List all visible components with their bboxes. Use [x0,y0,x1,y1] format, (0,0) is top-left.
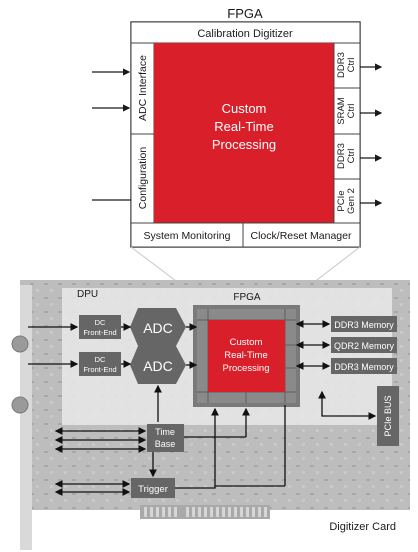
time-base-line-1: Time [155,427,175,437]
pcb-connector-teeth [144,507,267,517]
memory-qdr2-label: QDR2 Memory [334,341,395,351]
frontend-2-line-1: DC [95,355,106,364]
frontend-2-line-2: Front-End [83,365,116,374]
frontend-1-line-1: DC [95,318,106,327]
calibration-label: Calibration Digitizer [197,28,293,40]
trigger-label: Trigger [138,484,168,495]
memory-ddr3-1-label: DDR3 Memory [334,320,394,330]
core-line-1: Custom [222,101,267,116]
bracket-plate [20,285,32,550]
sma-connector-1 [12,336,28,352]
sram-ctrl-line-2: Ctrl [346,104,357,119]
memory-ddr3-2-label: DDR3 Memory [334,362,394,372]
frontend-1-line-2: Front-End [83,328,116,337]
adc-2-label: ADC [143,358,173,374]
ddr3-ctrl-2-line-2: Ctrl [346,149,357,164]
card-fpga-label: FPGA [233,292,261,303]
pcie-bus-label: PCIe BUS [383,395,393,436]
fpga-title: FPGA [227,6,263,21]
clock-reset-label: Clock/Reset Manager [251,230,352,242]
ddr3-ctrl-1-line-2: Ctrl [346,58,357,73]
adc-1-label: ADC [143,320,173,336]
configuration-label: Configuration [137,147,149,210]
core-line-2: Real-Time [214,119,273,134]
fpga-detail: FPGA Calibration Digitizer ADC Interface… [92,6,381,296]
card-core-line-1: Custom [230,337,263,348]
dpu-label: DPU [77,289,98,300]
card-core-line-2: Real-Time [224,350,267,361]
digitizer-card: DPU DC Front-End DC Front-End ADC ADC FP… [12,280,410,550]
time-base-line-2: Base [155,439,176,449]
pcie-gen2-line-2: Gen 2 [346,188,357,214]
right-blocks: DDR3 Ctrl SRAM Ctrl DDR3 Ctrl PCIe Gen 2 [334,43,360,223]
card-core-line-3: Processing [223,363,270,374]
sma-connector-2 [12,397,28,413]
digitizer-card-caption: Digitizer Card [329,521,396,533]
core-line-3: Processing [212,137,276,152]
adc-interface-label: ADC Interface [137,55,149,121]
system-monitoring-label: System Monitoring [144,230,231,242]
